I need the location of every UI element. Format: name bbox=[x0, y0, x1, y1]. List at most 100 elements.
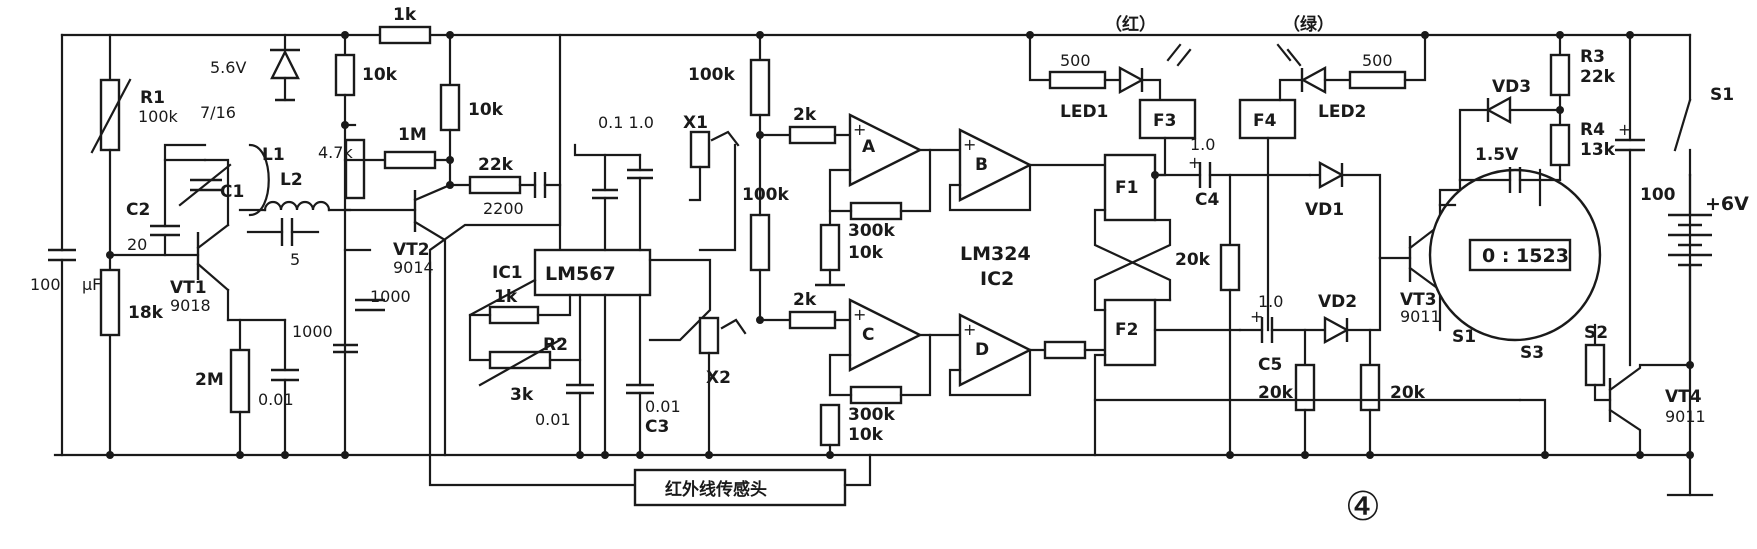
r-2m-label: 2M bbox=[195, 370, 224, 390]
r-500-a-label: 500 bbox=[1060, 51, 1091, 70]
ic1-section: LM567 0.1 1.0 IC1 1k R2 3k 0.01 0.01 C3 bbox=[468, 33, 712, 457]
c5-name: C5 bbox=[1258, 355, 1282, 375]
caps-01-10-label: 0.1 1.0 bbox=[598, 113, 654, 132]
sensor-section: 红外线传感头 ④ bbox=[633, 453, 1381, 530]
vt1-name: VT1 bbox=[170, 278, 207, 298]
oscillator-section: 100 μF R1 100k 7/16 18k C2 20 VT1 9018 bbox=[30, 33, 352, 459]
amp-a-label: A bbox=[862, 137, 876, 157]
unit-uf-label: μF bbox=[82, 275, 101, 294]
r-100k-b-label: 100k bbox=[742, 185, 789, 205]
lm324-label: LM324 bbox=[960, 243, 1031, 265]
cap-1000-b-label: 1000 bbox=[292, 322, 333, 341]
c2-name: C2 bbox=[126, 200, 150, 220]
s1-name: S1 bbox=[1710, 85, 1734, 105]
l1-name: L1 bbox=[262, 145, 285, 165]
logic-section: F1 F2 （红） 500 LED1 F3 1.0 C4 + bbox=[1026, 14, 1522, 457]
counter-display: 0 : 1523 bbox=[1482, 245, 1569, 267]
cap-001-left-label: 0.01 bbox=[258, 390, 294, 409]
x1-name: X1 bbox=[683, 113, 708, 133]
f1-label: F1 bbox=[1115, 178, 1138, 198]
r-1k-top-label: 1k bbox=[393, 5, 417, 25]
cap-5-label: 5 bbox=[290, 250, 300, 269]
junction-dots bbox=[236, 451, 1694, 459]
led2-name: LED2 bbox=[1318, 102, 1366, 122]
r2-value: 3k bbox=[510, 385, 534, 405]
f4-label: F4 bbox=[1253, 111, 1277, 131]
r-1m-label: 1M bbox=[398, 125, 427, 145]
ic1-name: IC1 bbox=[492, 263, 523, 283]
x2-name: X2 bbox=[706, 368, 731, 388]
r-20k-c-label: 20k bbox=[1390, 383, 1426, 403]
cap-100-label: 100 bbox=[30, 275, 61, 294]
c5-value: 1.0 bbox=[1258, 292, 1283, 311]
ic2-name: IC2 bbox=[980, 268, 1014, 290]
f2-label: F2 bbox=[1115, 320, 1138, 340]
amp-c-label: C bbox=[862, 325, 874, 345]
cap-100-right-label: 100 bbox=[1640, 185, 1676, 205]
cap-15v-label: 1.5V bbox=[1475, 145, 1519, 165]
r-20k-b-label: 20k bbox=[1258, 383, 1294, 403]
vd1-name: VD1 bbox=[1305, 200, 1344, 220]
lm567-label: LM567 bbox=[545, 263, 616, 285]
vt1-type: 9018 bbox=[170, 296, 211, 315]
r-100k-a-label: 100k bbox=[688, 65, 735, 85]
r-22k-label: 22k bbox=[478, 155, 514, 175]
amp-b-label: B bbox=[975, 155, 988, 175]
r1-fraction: 7/16 bbox=[200, 103, 236, 122]
battery-label: +6V bbox=[1705, 193, 1749, 215]
r-300k-b-label: 300k bbox=[848, 405, 895, 425]
vt3-type: 9011 bbox=[1400, 307, 1441, 326]
svg-text:+: + bbox=[853, 120, 866, 139]
vt2-section: 5.6V 1k 10k 4.7k 1000 1000 1M 10k bbox=[210, 5, 637, 487]
cap-2200-label: 2200 bbox=[483, 199, 524, 218]
r-10k-d-label: 10k bbox=[848, 425, 884, 445]
c2-value: 20 bbox=[127, 235, 147, 254]
svg-text:+: + bbox=[963, 135, 976, 154]
r4-name: R4 bbox=[1580, 120, 1605, 140]
vd3-name: VD3 bbox=[1492, 77, 1531, 97]
r-2k-b-label: 2k bbox=[793, 290, 817, 310]
red-label: （红） bbox=[1105, 14, 1156, 35]
r-47k-label: 4.7k bbox=[318, 143, 353, 162]
zener-label: 5.6V bbox=[210, 58, 246, 77]
c4-value: 1.0 bbox=[1190, 135, 1215, 154]
svg-text:+: + bbox=[853, 305, 866, 324]
vt2-type: 9014 bbox=[393, 258, 434, 277]
c3-name: C3 bbox=[645, 417, 669, 437]
c4-name: C4 bbox=[1195, 190, 1219, 210]
vt4-name: VT4 bbox=[1665, 387, 1702, 407]
r3-value: 22k bbox=[1580, 67, 1616, 87]
r2-name: R2 bbox=[543, 335, 568, 355]
vd2-name: VD2 bbox=[1318, 292, 1357, 312]
svg-text:+: + bbox=[1618, 120, 1631, 139]
r-10k-b-label: 10k bbox=[468, 100, 504, 120]
r-10k-a-label: 10k bbox=[362, 65, 398, 85]
s3-name: S3 bbox=[1520, 343, 1544, 363]
r1-name: R1 bbox=[140, 88, 165, 108]
cap-001-ic-label: 0.01 bbox=[535, 410, 571, 429]
led1-name: LED1 bbox=[1060, 102, 1108, 122]
r-1k-ic-label: 1k bbox=[494, 287, 518, 307]
r-300k-a-label: 300k bbox=[848, 221, 895, 241]
r-2k-a-label: 2k bbox=[793, 105, 817, 125]
sensor-label: 红外线传感头 bbox=[665, 479, 767, 500]
cap-1000-a-label: 1000 bbox=[370, 287, 411, 306]
r-20k-a-label: 20k bbox=[1175, 250, 1211, 270]
svg-text:+: + bbox=[1250, 307, 1263, 326]
c3-value: 0.01 bbox=[645, 397, 681, 416]
vt2-name: VT2 bbox=[393, 240, 430, 260]
figure-number: ④ bbox=[1345, 484, 1381, 530]
output-section: VT3 9011 0 : 1523 1.5V VD3 R3 22k R4 13k bbox=[1378, 31, 1749, 457]
r3-name: R3 bbox=[1580, 47, 1605, 67]
c1-name: C1 bbox=[220, 182, 244, 202]
r-10k-c-label: 10k bbox=[848, 243, 884, 263]
r-500-b-label: 500 bbox=[1362, 51, 1393, 70]
vt3-name: VT3 bbox=[1400, 290, 1437, 310]
vt4-type: 9011 bbox=[1665, 407, 1706, 426]
l2-name: L2 bbox=[280, 170, 303, 190]
r-18k-label: 18k bbox=[128, 303, 164, 323]
r1-value: 100k bbox=[138, 107, 179, 126]
f3-label: F3 bbox=[1153, 111, 1176, 131]
r4-value: 13k bbox=[1580, 140, 1616, 160]
